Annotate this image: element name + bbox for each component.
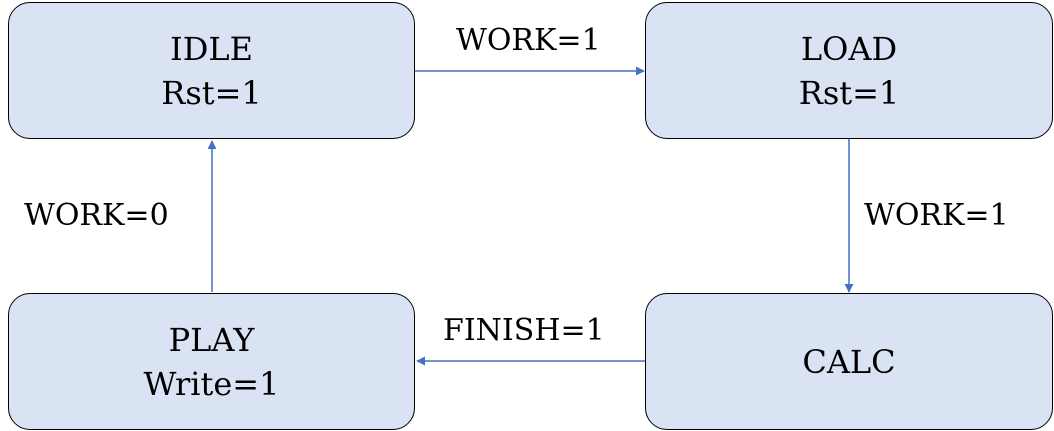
label-play-to-idle: WORK=0 (24, 198, 169, 233)
state-play-name: PLAY (168, 320, 255, 359)
state-idle-output: Rst=1 (161, 73, 262, 112)
state-load: LOAD Rst=1 (645, 2, 1053, 139)
state-play: PLAY Write=1 (8, 293, 415, 430)
label-load-to-calc: WORK=1 (864, 198, 1009, 233)
state-play-output: Write=1 (143, 364, 280, 403)
label-calc-to-play: FINISH=1 (443, 313, 605, 348)
state-idle: IDLE Rst=1 (8, 2, 415, 139)
state-calc: CALC (645, 293, 1053, 430)
state-idle-name: IDLE (170, 29, 253, 68)
state-load-output: Rst=1 (798, 73, 900, 112)
state-calc-name: CALC (802, 342, 896, 381)
label-idle-to-load: WORK=1 (456, 23, 601, 58)
state-load-name: LOAD (800, 29, 898, 68)
